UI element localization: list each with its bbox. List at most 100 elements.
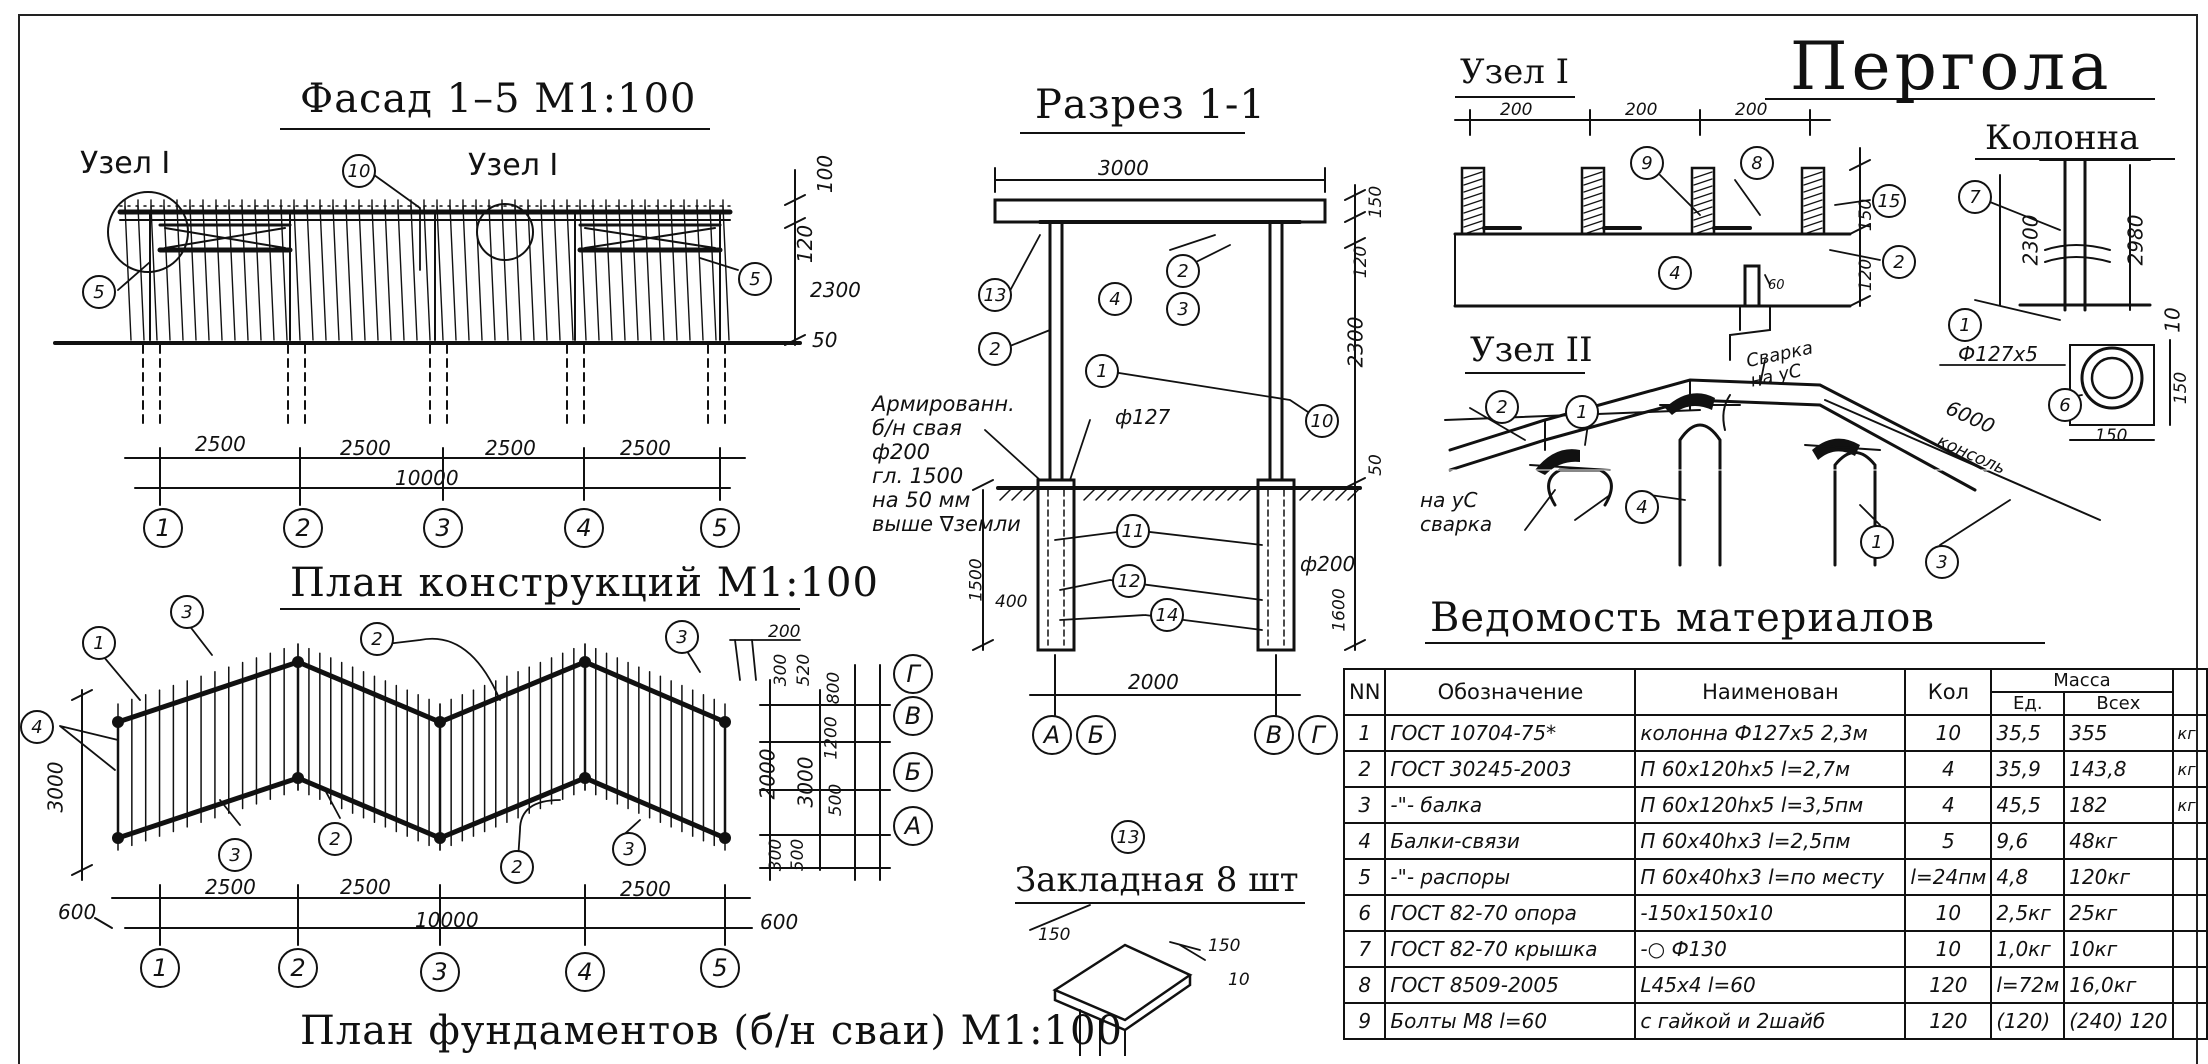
materials-cell-qty: l=24пм bbox=[1904, 858, 1993, 896]
materials-cell-qty: 5 bbox=[1904, 822, 1993, 860]
materials-cell-name: П 60х40hх3 l=по месту bbox=[1634, 858, 1907, 896]
section-axis-g: Г bbox=[1298, 715, 1338, 755]
materials-header-mass: Масса bbox=[1990, 668, 2174, 693]
section-width-top: 3000 bbox=[1098, 156, 1149, 180]
materials-cell-m2: 10кг bbox=[2063, 930, 2174, 968]
section-pile-note: Армированн. б/н свая ф200 гл. 1500 на 50… bbox=[872, 392, 1021, 536]
materials-header-qty: Кол bbox=[1904, 668, 1993, 716]
materials-cell-n: 6 bbox=[1342, 894, 1387, 932]
node2-callout-1a: 1 bbox=[1565, 395, 1599, 429]
plan-total: 10000 bbox=[415, 908, 479, 932]
section-callout-2-left: 2 bbox=[978, 332, 1012, 366]
facade-drawing bbox=[53, 169, 806, 506]
materials-cell-n: 5 bbox=[1342, 858, 1387, 896]
node2-weld-left: на уС сварка bbox=[1420, 488, 1493, 536]
node2-callout-4: 4 bbox=[1625, 490, 1659, 524]
plan-dim-300: 300 bbox=[766, 838, 787, 872]
materials-cell-qty: 10 bbox=[1904, 894, 1993, 932]
plan-span-1: 2500 bbox=[205, 875, 256, 899]
facade-span-1: 2500 bbox=[195, 432, 246, 456]
plan-dim-500b: 500 bbox=[788, 838, 809, 872]
materials-cell-designation: -"- распоры bbox=[1384, 858, 1637, 896]
column-dim-2980: 2980 bbox=[2123, 214, 2148, 266]
materials-cell-m1: l=72м bbox=[1990, 966, 2066, 1004]
materials-cell-m1: (120) bbox=[1990, 1002, 2066, 1040]
materials-title: Ведомость материалов bbox=[1430, 595, 1935, 641]
column-callout-6: 6 bbox=[2048, 388, 2082, 422]
materials-cell-m2: 48кг bbox=[2063, 822, 2174, 860]
section-callout-12: 12 bbox=[1112, 564, 1146, 598]
materials-cell-m1: 2,5кг bbox=[1990, 894, 2066, 932]
materials-cell-m2: 182 bbox=[2063, 786, 2174, 824]
section-dim-400: 400 bbox=[995, 592, 1028, 612]
node1-callout-4: 4 bbox=[1658, 256, 1692, 290]
section-callout-10: 10 bbox=[1305, 404, 1339, 438]
materials-cell-unit bbox=[2171, 894, 2208, 932]
materials-header-row: NN Обозначение Наименован Кол Масса bbox=[1342, 668, 2208, 716]
materials-cell-unit bbox=[2171, 930, 2208, 968]
plan-callout-1: 1 bbox=[82, 626, 116, 660]
facade-dim-bottom: 50 bbox=[812, 328, 838, 352]
plan-top-dim-520: 520 bbox=[794, 653, 815, 687]
facade-total: 10000 bbox=[395, 466, 459, 490]
plan-left-dim: 3000 bbox=[43, 761, 68, 813]
facade-axis-3: 3 bbox=[423, 508, 463, 548]
materials-cell-designation: Балки-связи bbox=[1384, 822, 1637, 860]
facade-axis-2: 2 bbox=[283, 508, 323, 548]
plan-dim-500: 500 bbox=[826, 783, 847, 817]
plan-dim-3000: 3000 bbox=[793, 756, 818, 808]
plan-row-axis-a: А bbox=[893, 806, 933, 846]
column-dim-150a: 150 bbox=[2171, 371, 2192, 405]
node1-callout-9: 9 bbox=[1630, 146, 1664, 180]
materials-cell-n: 7 bbox=[1342, 930, 1387, 968]
section-callout-2-right: 2 bbox=[1166, 254, 1200, 288]
materials-cell-m2: 143,8 bbox=[2063, 750, 2174, 788]
section-axis-a: А bbox=[1032, 715, 1072, 755]
facade-axis-5: 5 bbox=[700, 508, 740, 548]
plan-callout-2a: 2 bbox=[360, 622, 394, 656]
facade-title: Фасад 1–5 М1:100 bbox=[300, 76, 697, 122]
node1-label-60: 60 bbox=[1768, 278, 1785, 293]
column-dim-10: 10 bbox=[2160, 307, 2185, 333]
materials-cell-n: 2 bbox=[1342, 750, 1387, 788]
embed-dim-3: 10 bbox=[1228, 970, 1250, 990]
materials-cell-unit bbox=[2171, 966, 2208, 1004]
column-phi: Ф127х5 bbox=[1958, 342, 2038, 366]
plan-drawing bbox=[59, 619, 891, 946]
plan-overhang-right: 600 bbox=[760, 910, 799, 934]
node2-title-underline bbox=[1465, 372, 1585, 374]
section-dim-150: 150 bbox=[1366, 185, 1387, 219]
embed-callout-13: 13 bbox=[1111, 820, 1145, 854]
section-callout-14: 14 bbox=[1150, 598, 1184, 632]
plan-callout-3b: 3 bbox=[665, 620, 699, 654]
materials-header-unit-spacer bbox=[2171, 668, 2208, 716]
materials-cell-name: П 60х120hх5 l=3,5пм bbox=[1634, 786, 1907, 824]
plan-axis-1: 1 bbox=[140, 948, 180, 988]
facade-node-label-mid: Узел I bbox=[468, 148, 559, 183]
materials-header-all: Всех bbox=[2063, 691, 2174, 716]
materials-cell-designation: Болты М8 l=60 bbox=[1384, 1002, 1637, 1040]
materials-cell-unit bbox=[2171, 1002, 2208, 1040]
materials-cell-m2: 16,0кг bbox=[2063, 966, 2174, 1004]
plan-dim-1200: 1200 bbox=[821, 716, 842, 760]
column-dim-2300: 2300 bbox=[2018, 214, 2043, 266]
node1-callout-8: 8 bbox=[1740, 146, 1774, 180]
materials-cell-m1: 45,5 bbox=[1990, 786, 2066, 824]
plan-span-3: 2500 bbox=[620, 877, 671, 901]
embed-title-underline bbox=[1015, 902, 1305, 904]
materials-cell-name: -○ Ф130 bbox=[1634, 930, 1907, 968]
section-axis-v: В bbox=[1254, 715, 1294, 755]
node2-callout-2: 2 bbox=[1485, 390, 1519, 424]
materials-cell-m2: (240) 120 bbox=[2063, 1002, 2174, 1040]
materials-cell-unit: кг bbox=[2171, 714, 2208, 752]
materials-cell-m1: 9,6 bbox=[1990, 822, 2066, 860]
materials-cell-n: 1 bbox=[1342, 714, 1387, 752]
materials-cell-unit: кг bbox=[2171, 786, 2208, 824]
plan-top-dim-300: 300 bbox=[771, 653, 792, 687]
